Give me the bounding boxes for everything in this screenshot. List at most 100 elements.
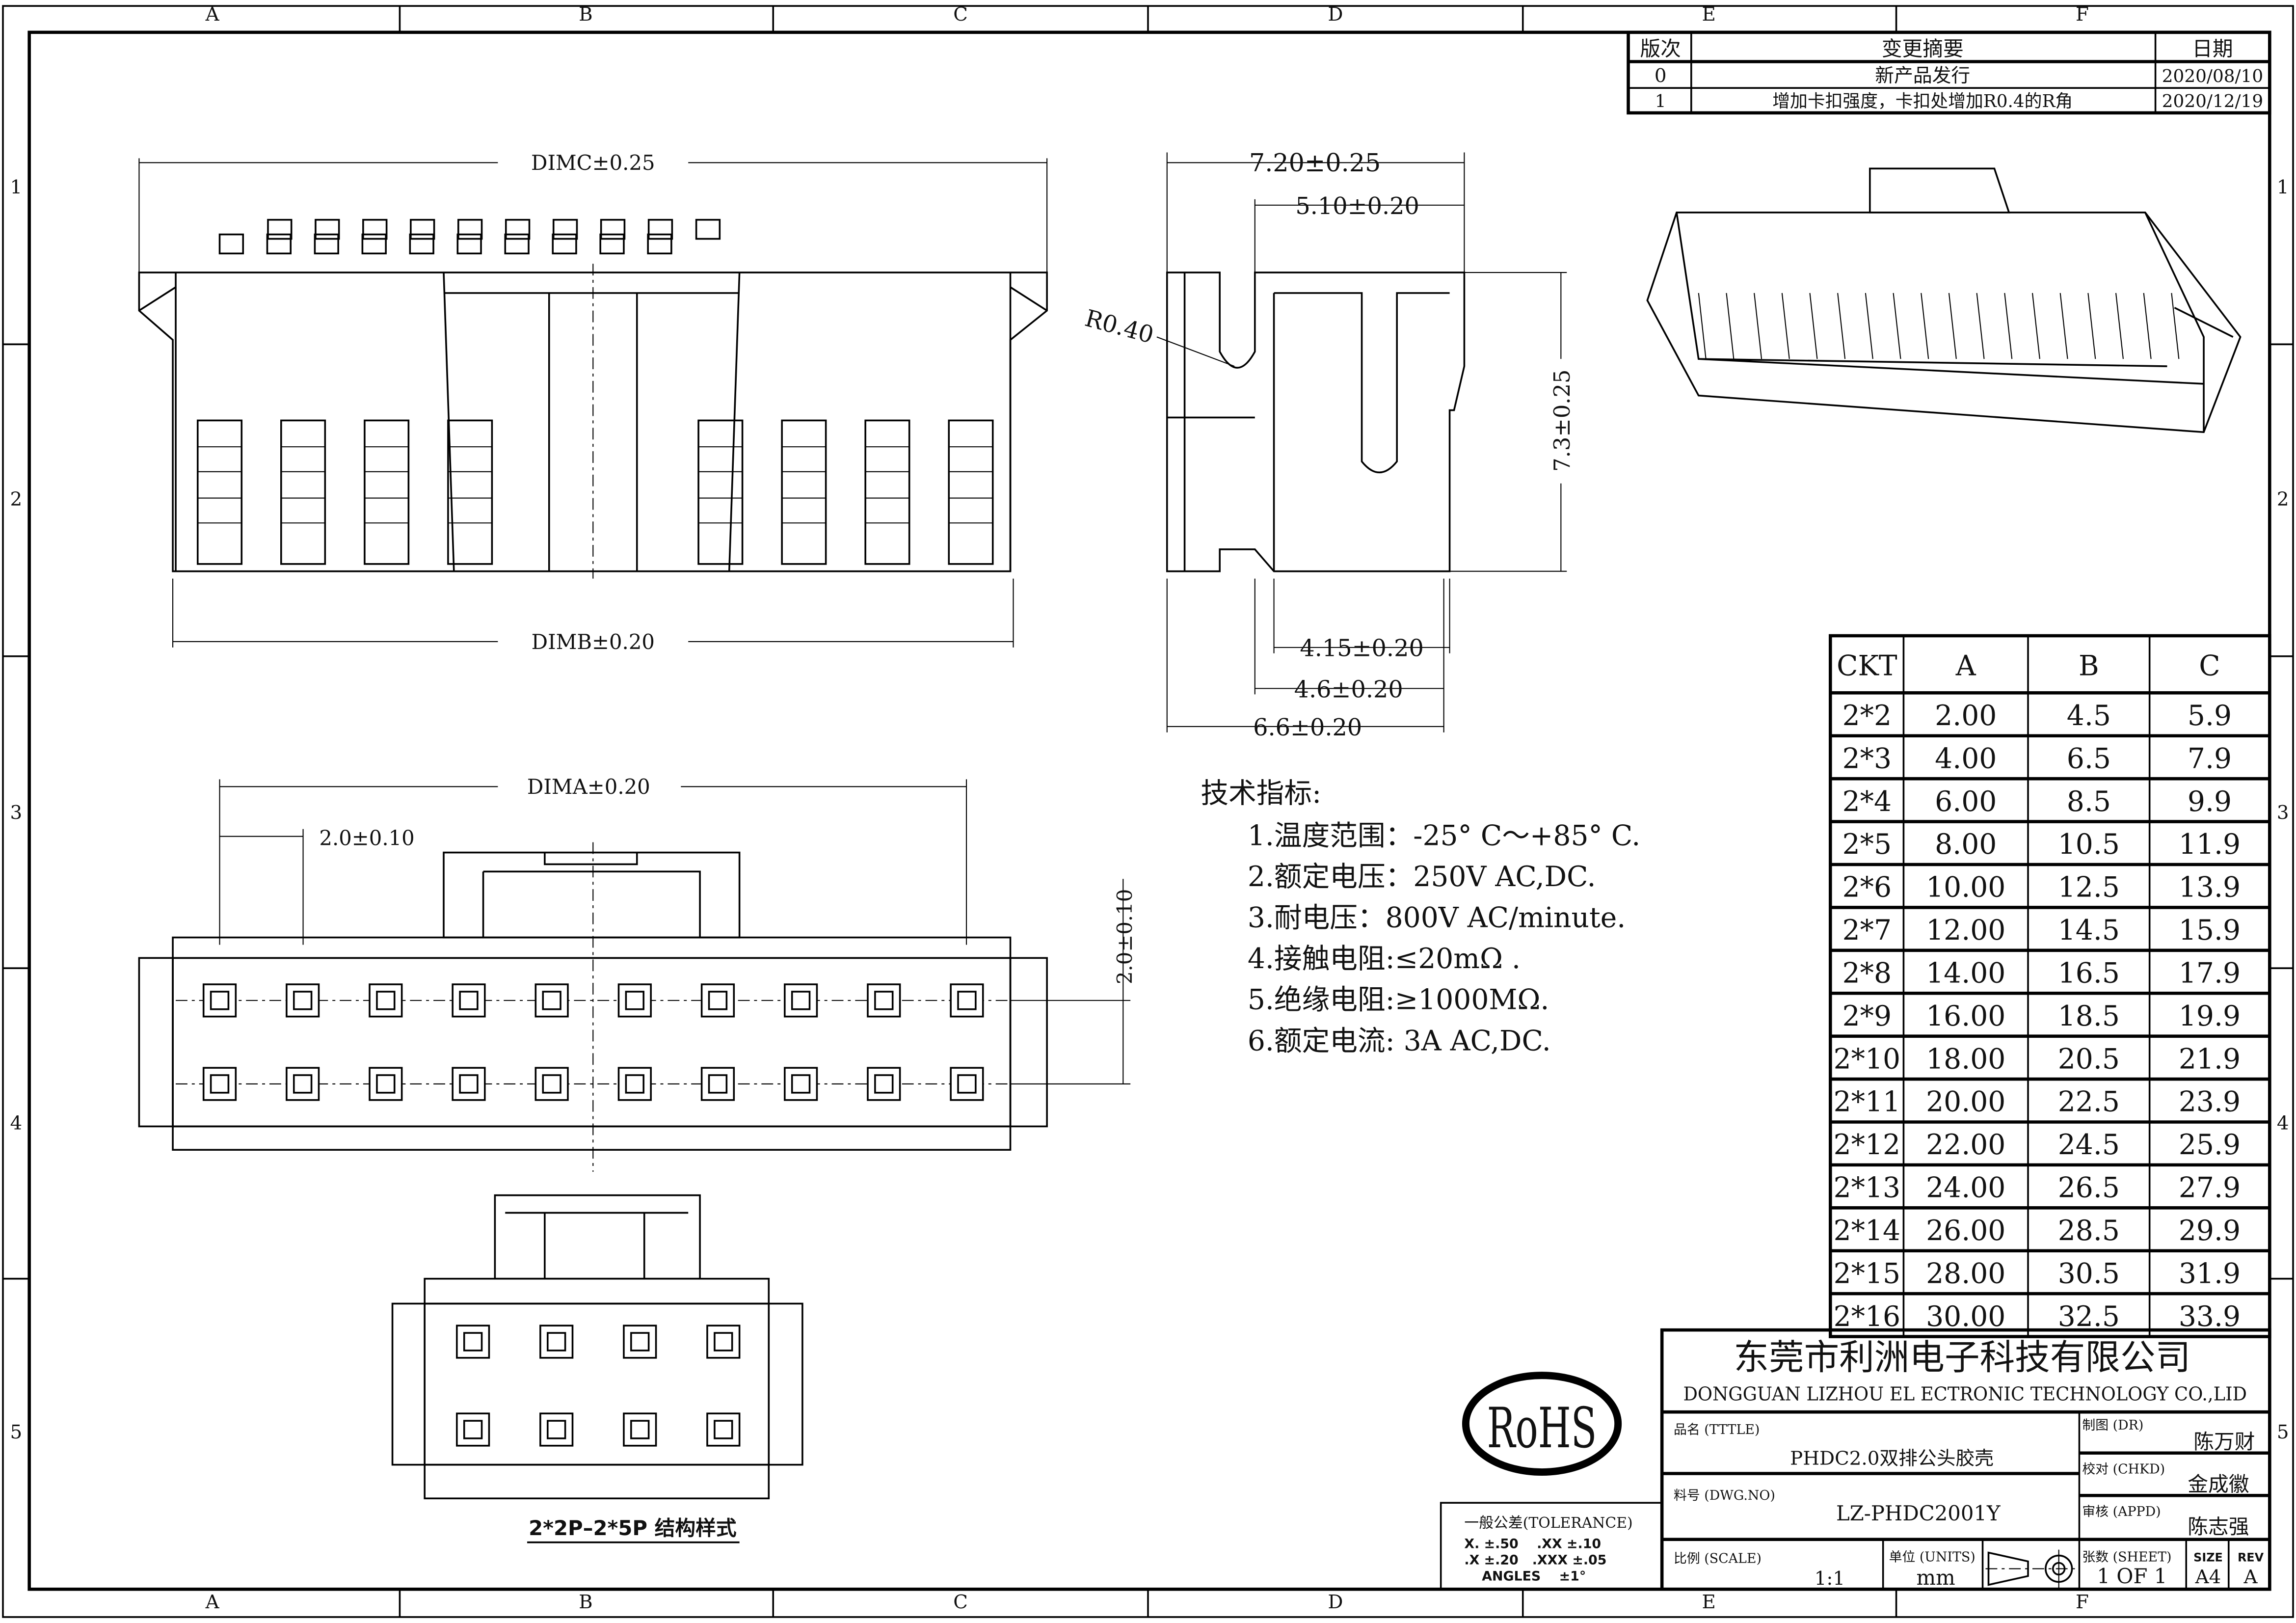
iso-cavity [599,233,625,255]
pin-cavity [456,1325,490,1359]
ckt-cell: 4.5 [2067,700,2111,732]
ckt-cell: 6.5 [2067,742,2111,775]
isometric-view [218,167,2242,433]
pin-cavity [700,1067,735,1101]
ckt-cell: 24.00 [1926,1172,2005,1204]
rohs-logo: RoHS [1462,1372,1622,1476]
pin-cavity [706,1325,741,1359]
dim-66-label: 6.6±0.20 [1253,714,1362,741]
ckt-cell: 30.00 [1926,1300,2005,1333]
ckt-cell: 24.5 [2058,1129,2120,1161]
pin-cavity [456,1412,490,1447]
zone-column-label: D [1328,3,1343,26]
ckt-cell: 22.00 [1926,1129,2005,1161]
ckt-cell: 25.9 [2179,1129,2241,1161]
title-label: 品名 (TTTLE) [1674,1422,1760,1437]
scale-label: 比例 (SCALE) [1674,1551,1762,1566]
pin-cavity [539,1412,574,1447]
pin-slot [196,419,243,565]
zone-row-label: 2 [2277,488,2289,510]
iso-cavity [600,218,626,240]
ckt-cell: 12.5 [2058,871,2120,904]
rohs-text: RoHS [1487,1396,1597,1461]
dim-pitch-v-label: 2.0±0.10 [1113,889,1137,984]
ckt-cell: 2*11 [1834,1086,1901,1118]
ckt-cell: 6.00 [1935,785,1997,818]
iso-cavity [552,218,578,240]
iso-cavity [315,218,340,240]
pin-cavity [784,983,818,1018]
ckt-cell: 2*12 [1834,1129,1901,1161]
ckt-cell: 2*6 [1842,871,1892,904]
iso-cavity [266,233,292,255]
ckt-cell: 11.9 [2179,828,2241,861]
ckt-cell: 9.9 [2188,785,2232,818]
ckt-cell: 28.5 [2058,1215,2120,1247]
company-name-cn: 东莞市利洲电子科技有限公司 [1734,1337,2190,1378]
ckt-cell: 20.5 [2058,1043,2120,1075]
pin-slot [364,419,410,565]
zone-column-label: A [205,1591,220,1613]
pin-cavity [286,1067,320,1101]
pin-cavity [534,1067,569,1101]
appd-label: 审核 (APPD) [2082,1504,2161,1519]
iso-cavity [457,218,483,240]
rev-0-version: 0 [1655,65,1667,87]
pin-cavity [623,1325,657,1359]
dim-width-inner-label: 5.10±0.20 [1295,193,1419,220]
zone-column-label: B [579,3,593,26]
rev-0-summary: 新产品发行 [1875,65,1970,87]
pin-cavity [539,1325,574,1359]
zone-column-label: E [1702,1591,1715,1613]
pin-cavity [286,983,320,1018]
size-value: A4 [2195,1566,2221,1588]
ckt-header-cell: C [2199,650,2220,682]
ckt-cell: 33.9 [2179,1300,2241,1333]
zone-column-label: A [205,3,220,26]
pin-cavity [202,983,237,1018]
pin-slot [280,419,326,565]
dwg-label: 料号 (DWG.NO) [1674,1488,1775,1503]
zone-column-label: C [953,3,968,26]
spec-item: 1.温度范围：-25° C～+85° C. [1248,820,1640,852]
pin-cavity [623,1412,657,1447]
iso-cavity [505,218,531,240]
dim-b-label: DIMB±0.20 [532,630,655,654]
iso-cavity [218,233,244,255]
technical-specs: 技术指标: 1.温度范围：-25° C～+85° C.2.额定电压：250V A… [1201,777,1640,1057]
title-block: 东莞市利洲电子科技有限公司 DONGGUAN LIZHOU EL ECTRONI… [1660,1328,2271,1591]
size-label: SIZE [2193,1551,2223,1565]
tolerance-line3: ANGLES ±1° [1482,1569,1586,1584]
ckt-cell: 4.00 [1935,742,1997,775]
tolerance-box: 一般公差(TOLERANCE) X. ±.50 .XX ±.10 .X ±.20… [1440,1502,1663,1590]
spec-item: 4.接触电阻:≤20mΩ . [1248,943,1521,975]
ckt-cell: 32.5 [2058,1300,2120,1333]
pin-cavity [784,1067,818,1101]
pin-cavity [452,983,486,1018]
zone-column-label: B [579,1591,593,1613]
small-view: 2*2P–2*5P 结构样式 [391,1194,803,1543]
pin-cavity [617,983,652,1018]
zone-row-label: 1 [2277,176,2289,198]
projection-symbol-icon [1985,1549,2080,1588]
units-value: mm [1916,1566,1955,1590]
ckt-cell: 5.9 [2188,700,2232,732]
dim-radius-label: R0.40 [1082,305,1157,349]
iso-cavity [362,218,388,240]
rev-label: REV [2238,1551,2264,1565]
ckt-cell: 2*9 [1842,1000,1892,1032]
dwg-value: LZ-PHDC2001Y [1836,1501,2001,1525]
sheet-label: 张数 (SHEET) [2082,1550,2171,1565]
rev-header-date: 日期 [2192,37,2233,61]
revision-table: 版次 变更摘要 日期 0 新产品发行 2020/08/10 1 增加卡扣强度，卡… [1627,30,2271,115]
tolerance-line2: .X ±.20 .XXX ±.05 [1464,1552,1606,1568]
ckt-cell: 26.5 [2058,1172,2120,1204]
iso-cavity [695,218,721,240]
ckt-cell: 2*16 [1834,1300,1901,1333]
zone-row-label: 5 [2277,1421,2289,1443]
dim-c-label: DIMC±0.25 [531,151,655,175]
ckt-cell: 15.9 [2179,914,2241,947]
ckt-cell: 2*2 [1842,700,1892,732]
units-label: 单位 (UNITS) [1889,1550,1976,1565]
